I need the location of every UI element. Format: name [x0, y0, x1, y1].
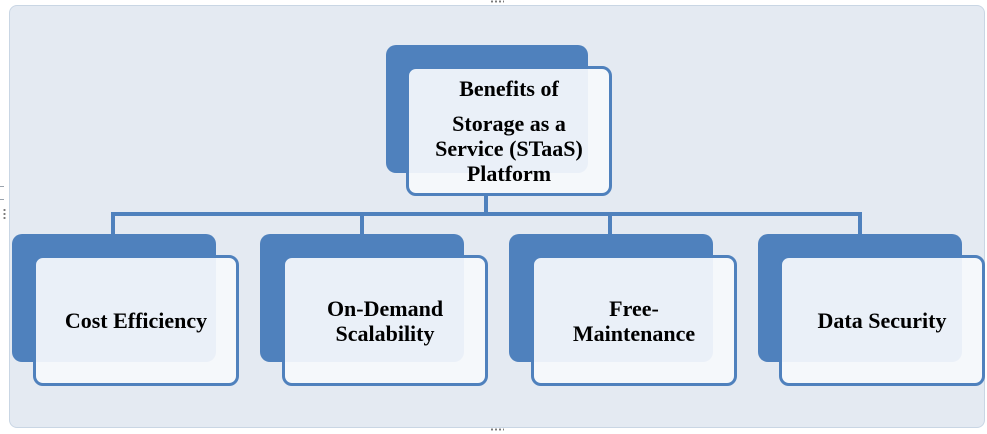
root-title-line-1: Benefits of [459, 76, 559, 101]
child-node-cost-efficiency[interactable]: Cost Efficiency [33, 255, 239, 386]
child-node-free-maintenance[interactable]: Free- Maintenance [531, 255, 737, 386]
child-connector-1 [111, 212, 115, 234]
horizontal-connector [111, 212, 862, 216]
child-connector-3 [608, 212, 612, 234]
child-node-on-demand-scalability[interactable]: On-Demand Scalability [282, 255, 488, 386]
root-node[interactable]: Benefits of Storage as a Service (STaaS)… [406, 66, 612, 196]
root-title-line-3: Service (STaaS) [435, 136, 583, 161]
left-resize-handle[interactable] [3, 208, 6, 220]
child-node-label-line-2: Maintenance [572, 320, 696, 346]
child-connector-2 [360, 212, 364, 234]
child-connector-4 [858, 212, 862, 234]
root-title-line-2: Storage as a [452, 111, 566, 136]
child-node-label-line-2: Scalability [335, 320, 435, 346]
edge-tick [0, 186, 4, 187]
root-connector [484, 194, 488, 214]
child-node-label: Cost Efficiency [64, 308, 208, 333]
child-node-data-security[interactable]: Data Security [779, 255, 985, 386]
edge-tick [0, 199, 4, 200]
child-node-label-line-1: On-Demand [326, 295, 444, 321]
top-resize-handle[interactable] [490, 0, 504, 3]
child-node-label-line-1: Free- [609, 295, 659, 321]
bottom-resize-handle[interactable] [490, 428, 504, 431]
root-title-line-4: Platform [466, 161, 552, 186]
child-node-label: Data Security [817, 308, 947, 333]
